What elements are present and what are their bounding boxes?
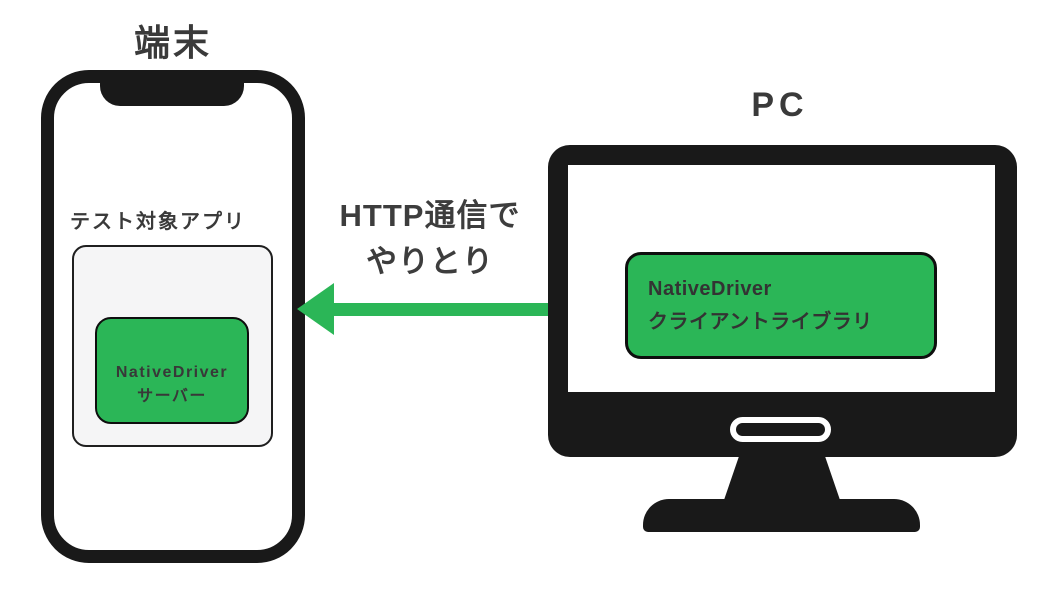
- monitor-stand-base: [643, 499, 920, 532]
- connection-label-line1: HTTP通信で: [339, 198, 521, 233]
- phone-notch: [100, 70, 244, 106]
- connection-label: HTTP通信で やりとり: [315, 193, 545, 285]
- left-arrow-shaft: [333, 303, 548, 316]
- device-title: 端末: [133, 22, 212, 63]
- nativedriver-client-box: NativeDriver クライアントライブラリ: [625, 252, 937, 359]
- server-box-line2: サーバー: [137, 387, 207, 405]
- left-arrow-head-icon: [297, 283, 334, 335]
- client-box-line2: クライアントライブラリ: [648, 310, 873, 333]
- client-box-line1: NativeDriver: [648, 277, 772, 300]
- connection-label-line2: やりとり: [366, 244, 494, 279]
- app-under-test-label: テスト対象アプリ: [70, 211, 246, 233]
- pc-title: PC: [751, 86, 809, 124]
- monitor-stand-neck: [724, 456, 840, 500]
- server-box-line1: NativeDriver: [115, 363, 229, 381]
- nativedriver-server-box: NativeDriver サーバー: [95, 317, 249, 424]
- monitor-chin-slot: [730, 417, 831, 442]
